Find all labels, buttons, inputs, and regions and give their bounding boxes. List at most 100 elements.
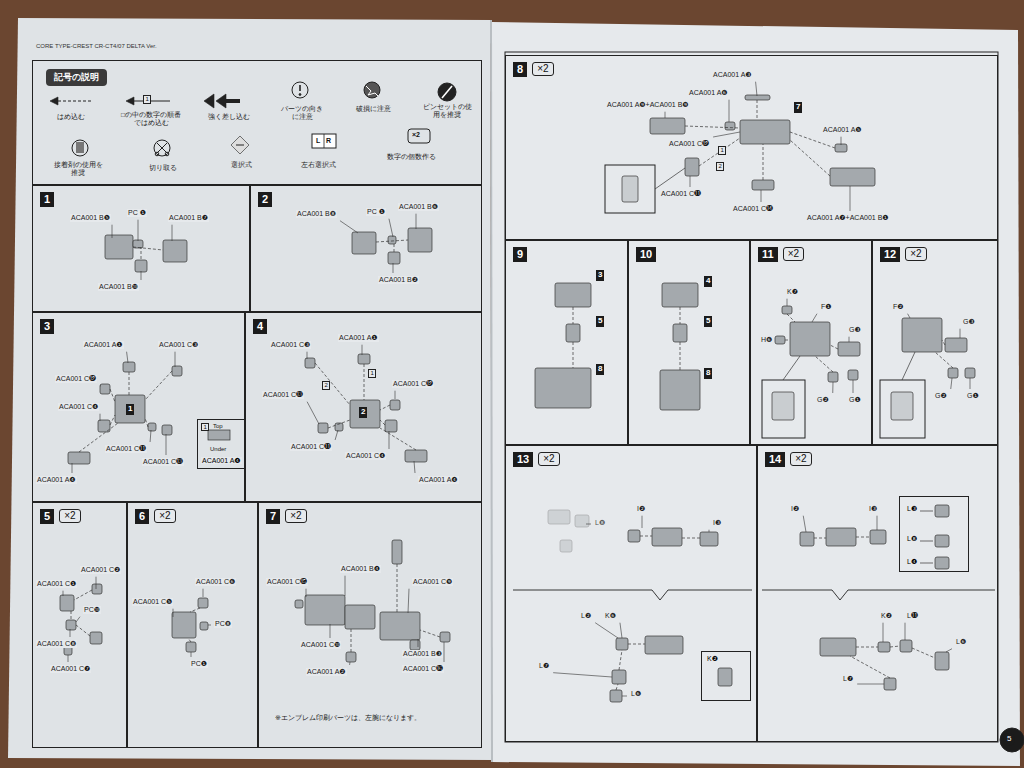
note-text: ※エンブレム印刷パーツは、左腕になります。 bbox=[275, 714, 421, 722]
step-marker: 2 bbox=[359, 407, 367, 418]
kit-part bbox=[535, 368, 591, 408]
leader-line bbox=[96, 577, 97, 589]
leader-line bbox=[362, 345, 363, 355]
step-number: 6 bbox=[135, 509, 149, 524]
order-number: 2 bbox=[716, 162, 724, 171]
kit-part bbox=[392, 540, 402, 564]
guide-line bbox=[935, 352, 953, 368]
guide-line bbox=[680, 307, 681, 324]
guide-line bbox=[902, 352, 915, 380]
part-callout: G❶ bbox=[848, 396, 862, 404]
step-number: 13 bbox=[513, 452, 533, 467]
glue-mark bbox=[76, 142, 84, 153]
part-callout: ACA001 C❹ bbox=[345, 452, 386, 460]
leader-line bbox=[416, 214, 417, 229]
step-panel: 10 bbox=[628, 240, 750, 445]
kit-part bbox=[555, 283, 591, 307]
guide-line bbox=[942, 340, 945, 345]
crack-mark bbox=[366, 86, 378, 96]
kit-part bbox=[948, 368, 958, 378]
part-callout: ACA001 C⓯ bbox=[266, 578, 308, 586]
guide-line bbox=[110, 415, 115, 425]
kit-part bbox=[390, 400, 400, 410]
count-badge: ×2 bbox=[790, 452, 811, 466]
part-callout: I❸ bbox=[868, 505, 878, 513]
spine bbox=[491, 20, 492, 762]
arrow-head bbox=[126, 97, 134, 105]
leader-line bbox=[803, 516, 806, 532]
guide-line bbox=[920, 541, 933, 542]
guide-line bbox=[783, 356, 800, 380]
page-corner bbox=[1000, 728, 1024, 752]
count-badge: ×2 bbox=[783, 247, 804, 261]
leader-line bbox=[340, 221, 358, 233]
guide-line bbox=[619, 650, 622, 670]
guide-line bbox=[145, 371, 172, 400]
leader-line bbox=[849, 337, 850, 342]
kit-part bbox=[90, 632, 102, 644]
count-icon bbox=[408, 129, 430, 143]
step-panel: 6×2 bbox=[127, 502, 258, 748]
kit-part bbox=[380, 612, 420, 640]
part-callout: ACA001 C⓬ bbox=[668, 140, 710, 148]
inset-text: 1 bbox=[201, 423, 209, 431]
part-callout: ACA001 C❷ bbox=[80, 566, 121, 574]
leader-line bbox=[709, 530, 710, 532]
guide-line bbox=[573, 307, 574, 324]
kit-part bbox=[408, 228, 432, 252]
part-callout: L❼ bbox=[538, 662, 550, 670]
kit-part bbox=[772, 392, 794, 420]
leader-line bbox=[841, 137, 842, 145]
part-callout: ACA001 C❼ bbox=[50, 665, 91, 673]
kit-part bbox=[718, 668, 732, 686]
leader-line bbox=[787, 299, 788, 306]
leader-line bbox=[172, 225, 173, 241]
part-callout: ACA001 B❿ bbox=[98, 283, 139, 291]
kit-part bbox=[92, 584, 102, 594]
guide-line bbox=[351, 629, 352, 652]
kit-part bbox=[345, 605, 375, 629]
leader-line bbox=[946, 649, 952, 652]
kit-part bbox=[123, 362, 135, 372]
step-panel: 12×2 bbox=[872, 240, 998, 445]
leader-line bbox=[761, 190, 762, 202]
kit-part bbox=[208, 430, 230, 440]
icon-text: L bbox=[316, 137, 320, 145]
kit-part bbox=[163, 240, 187, 262]
kit-part bbox=[172, 366, 182, 376]
kit-part bbox=[685, 158, 699, 176]
kit-part bbox=[891, 392, 913, 420]
page-frame bbox=[505, 52, 998, 742]
kit-part bbox=[790, 322, 830, 356]
kit-part bbox=[68, 452, 90, 464]
icon-text: ×2 bbox=[412, 131, 420, 139]
part-callout: ACA001 A❸ bbox=[712, 71, 753, 79]
leader-line bbox=[76, 617, 80, 622]
leader-line bbox=[70, 629, 71, 637]
select-mark bbox=[231, 136, 249, 154]
guide-line bbox=[890, 646, 900, 647]
kit-part bbox=[826, 528, 856, 546]
leader-line bbox=[100, 414, 101, 421]
kit-part bbox=[652, 528, 682, 546]
guide-line bbox=[628, 644, 645, 645]
symbol-icon bbox=[438, 83, 456, 101]
kit-part bbox=[186, 642, 196, 652]
kit-part bbox=[662, 283, 698, 307]
part-callout: ACA001 C❻ bbox=[195, 578, 236, 586]
kit-part bbox=[358, 354, 370, 364]
part-callout: PC❿ bbox=[83, 606, 101, 614]
guide-line bbox=[394, 244, 395, 252]
kit-part bbox=[745, 95, 770, 100]
leader-line bbox=[622, 696, 627, 697]
leader-line bbox=[68, 655, 69, 662]
step-marker: 3 bbox=[596, 270, 604, 281]
inset-box: 1TopUnderACA001 A❹ bbox=[197, 419, 246, 469]
guide-line bbox=[616, 684, 618, 690]
part-callout: K❼ bbox=[786, 288, 799, 296]
part-callout: ACA001 C⓰ bbox=[402, 665, 444, 673]
part-callout: L❻ bbox=[955, 638, 967, 646]
kit-part bbox=[440, 632, 450, 642]
leader-line bbox=[127, 352, 128, 363]
inset-text: L❸ bbox=[906, 505, 918, 512]
